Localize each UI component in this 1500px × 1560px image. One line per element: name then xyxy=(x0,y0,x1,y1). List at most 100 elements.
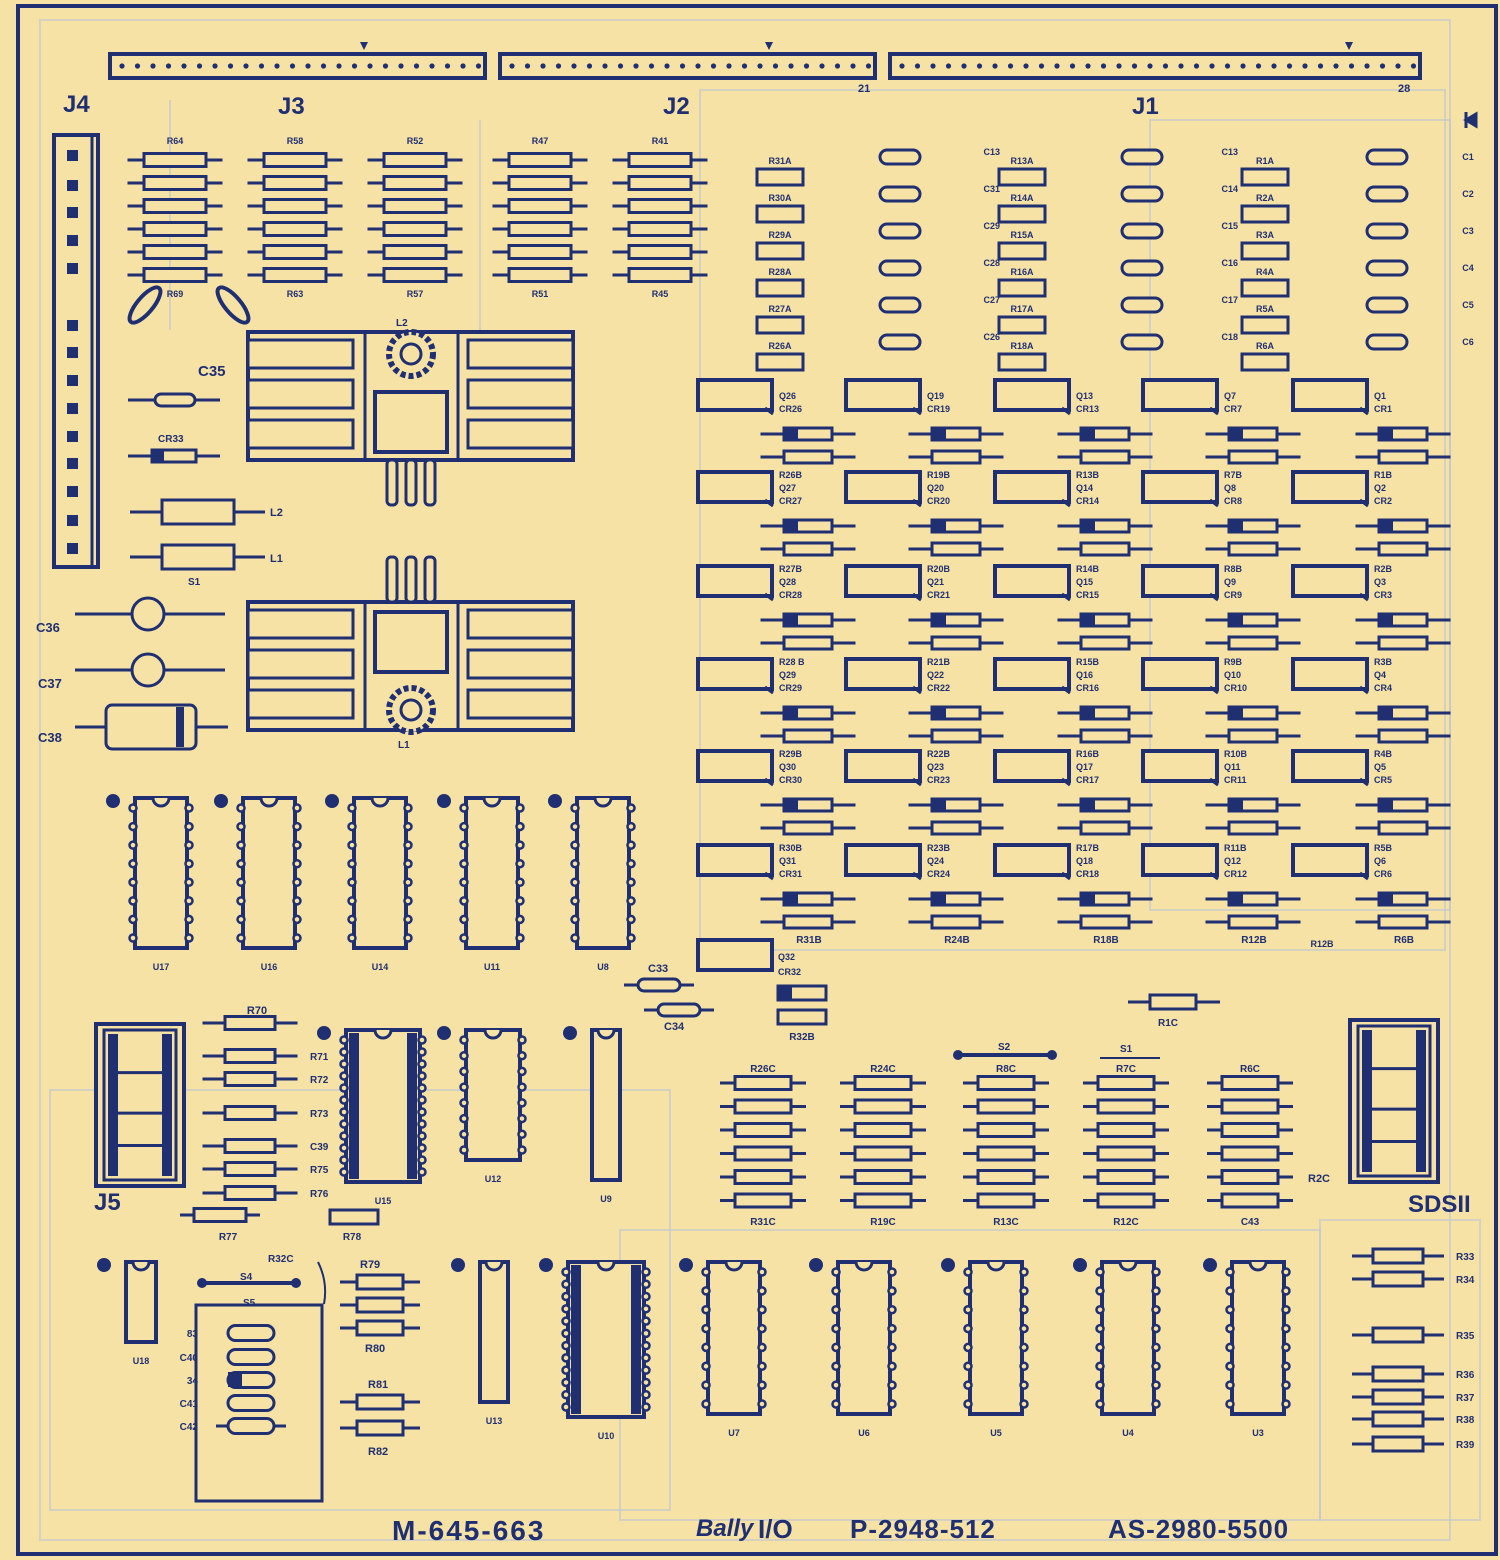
ic-pin xyxy=(561,1328,571,1339)
bank-top-label: R47 xyxy=(532,136,549,146)
c36-label: C36 xyxy=(36,620,60,635)
ic-pin xyxy=(339,1095,349,1105)
header-pin xyxy=(1131,63,1138,69)
header-pin xyxy=(336,63,342,69)
ic-pin xyxy=(641,1353,651,1363)
transistor-label: Q20 xyxy=(927,483,944,493)
resistor xyxy=(355,1296,405,1314)
bank-resistor xyxy=(507,221,573,237)
ic-pin xyxy=(459,1129,469,1140)
ic-pin xyxy=(701,1267,711,1277)
ic-pin xyxy=(403,858,413,869)
resistor-label: R73 xyxy=(310,1109,329,1120)
bank-top-label: R52 xyxy=(407,136,424,146)
resistor-b-label: R13B xyxy=(1076,470,1100,480)
bank-resistor xyxy=(262,221,328,237)
ic-pin xyxy=(459,1050,469,1061)
ic-pin xyxy=(887,1304,897,1315)
ic-pin xyxy=(626,877,636,888)
header-pin xyxy=(834,63,841,69)
header-pin xyxy=(320,63,327,69)
capacitor-pad xyxy=(1365,296,1409,314)
diode-label: CR2 xyxy=(1374,496,1392,506)
r79-label: R79 xyxy=(360,1259,380,1271)
transistor-tab xyxy=(912,871,922,881)
header-pin xyxy=(134,63,141,69)
diode-label: CR20 xyxy=(927,496,950,506)
resistor-b xyxy=(782,635,834,651)
transistor-tab xyxy=(1061,406,1071,416)
transistor-tab xyxy=(912,406,922,416)
diode-band xyxy=(1229,520,1243,532)
resistor-b-label: R26B xyxy=(779,470,803,480)
ic-pin xyxy=(339,1131,349,1141)
header-pin xyxy=(540,63,546,69)
ic-pin xyxy=(963,1267,973,1277)
bank-resistor xyxy=(853,1098,913,1115)
ic-pin xyxy=(517,1113,527,1124)
bank-resistor xyxy=(733,1145,793,1162)
ic-pin xyxy=(128,896,138,906)
ic-pin xyxy=(128,914,138,925)
diode-band xyxy=(784,520,798,532)
pin1-dot xyxy=(679,1258,693,1272)
chip-label: U10 xyxy=(598,1431,615,1441)
ic-pin xyxy=(347,803,357,813)
resistor-label: R39 xyxy=(1456,1440,1475,1451)
heatsink-fin xyxy=(466,338,575,370)
diode-label: CR21 xyxy=(927,590,950,600)
ic-chip xyxy=(464,1028,522,1162)
resistor xyxy=(223,1105,277,1121)
diode-band xyxy=(784,799,798,811)
transistor-tab xyxy=(764,685,774,695)
resistor-label: R33 xyxy=(1456,1252,1475,1263)
transistor-tab xyxy=(1359,685,1369,695)
transistor-tab xyxy=(764,592,774,602)
resistor-b xyxy=(782,728,834,744)
r1c-label: R1C xyxy=(1158,1018,1178,1029)
reg-top-label: L2 xyxy=(396,318,408,329)
ic-pin xyxy=(561,1291,571,1302)
pin1-dot xyxy=(1203,1258,1217,1272)
ic-pin xyxy=(641,1389,651,1400)
transistor-label: Q27 xyxy=(779,483,796,493)
ic-pin xyxy=(1151,1380,1161,1390)
ic-pin xyxy=(347,858,357,869)
cap-label: C42 xyxy=(180,1422,199,1433)
bank-bottom-label: R31C xyxy=(750,1217,776,1228)
diode-band xyxy=(1229,428,1243,440)
bank-resistor xyxy=(1096,1169,1156,1185)
transistor-label: Q8 xyxy=(1224,483,1236,493)
r82-label: R82 xyxy=(368,1446,388,1458)
ic-pin xyxy=(347,877,357,888)
diode-band xyxy=(1379,520,1393,532)
transistor-tab xyxy=(1209,871,1219,881)
r81-label: R81 xyxy=(368,1379,388,1391)
resistor-b xyxy=(1377,820,1429,836)
s5-label: S5 xyxy=(243,1298,256,1309)
ic-pin xyxy=(701,1304,711,1315)
bank-top-label: R7C xyxy=(1116,1064,1136,1075)
bank-resistor xyxy=(142,198,208,214)
right-cap-label: C3 xyxy=(1462,226,1474,236)
heatsink-fin xyxy=(246,418,355,450)
ic-chip xyxy=(478,1260,510,1404)
ic-pin xyxy=(517,1082,527,1092)
resistor xyxy=(755,315,805,335)
ic-pin xyxy=(403,914,413,925)
socket-strip xyxy=(1416,1030,1426,1172)
bank-bottom-label: R19C xyxy=(870,1217,896,1228)
resistor xyxy=(223,1015,277,1031)
diode-label: CR10 xyxy=(1224,683,1247,693)
transistor xyxy=(1291,470,1369,504)
cap-label: C14 xyxy=(1221,184,1238,194)
chip-label: U15 xyxy=(375,1196,392,1206)
resistor-column-b: C13R13AC31R14AC29R15AC28R16AC27R17AC26R1… xyxy=(983,147,1164,372)
cap-label: C17 xyxy=(1221,295,1238,305)
ic-pin xyxy=(236,914,246,925)
power-section xyxy=(75,285,575,751)
c35-label: C35 xyxy=(198,363,226,380)
regulator-lead xyxy=(404,458,418,507)
resistor-b xyxy=(1079,820,1131,836)
